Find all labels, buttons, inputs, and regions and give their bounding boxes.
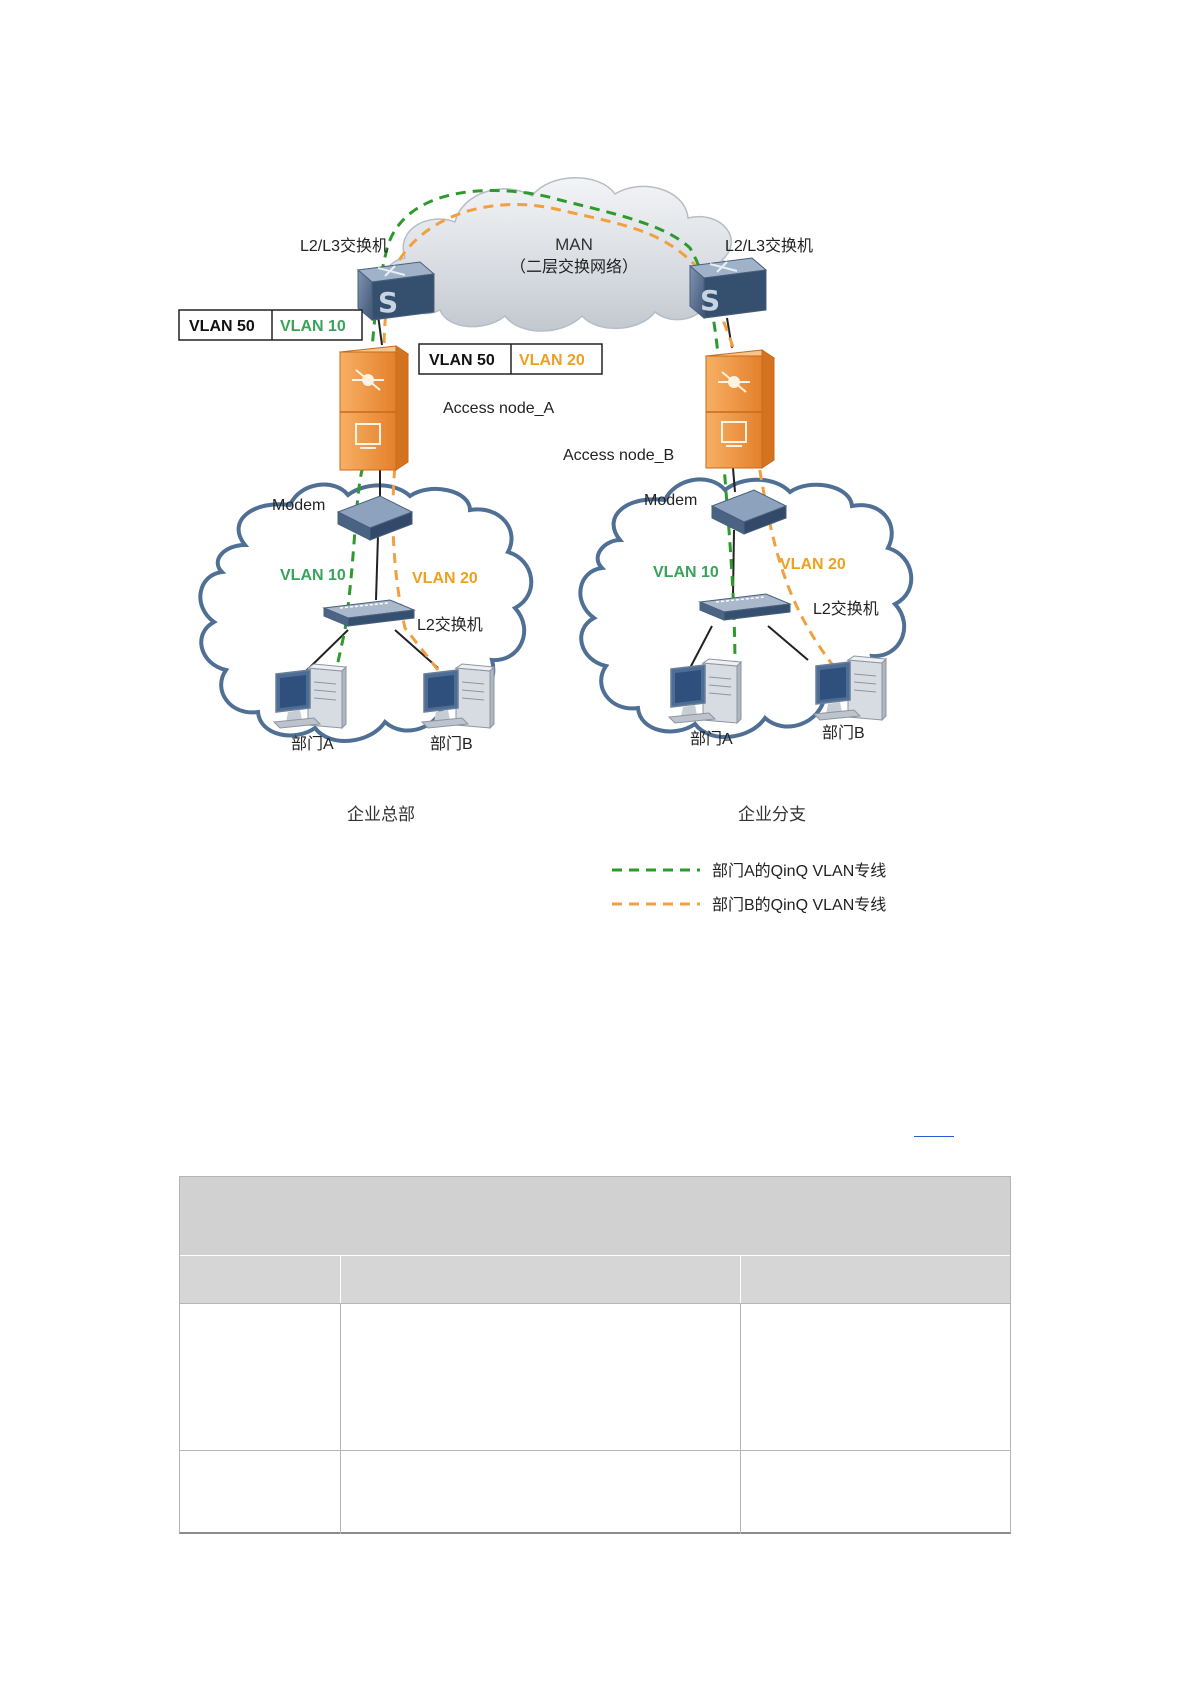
site-branch-label: 企业分支	[738, 805, 806, 824]
modem-left-icon	[336, 495, 414, 541]
dept-b-qinq-path	[382, 203, 837, 671]
access-node-a-label: Access node_A	[443, 400, 555, 417]
l2-switch-right-icon	[698, 593, 792, 621]
vlan-label-right-a: VLAN 10	[653, 564, 719, 581]
table-header-cell	[180, 1256, 341, 1304]
table-cell	[341, 1304, 741, 1451]
vlan-tag-1-inner: VLAN 10	[280, 318, 346, 335]
parameter-table	[179, 1176, 1011, 1534]
table-cell	[180, 1304, 341, 1451]
vlan-tag-box-2: VLAN 50 VLAN 20	[418, 343, 603, 375]
reference-link[interactable]	[914, 1118, 954, 1137]
l2-switch-right-label: L2交换机	[813, 600, 879, 618]
table-row	[180, 1450, 1010, 1534]
modem-left-label: Modem	[272, 497, 325, 514]
site-hq-label: 企业总部	[347, 805, 415, 824]
legend-label-dept-a: 部门A的QinQ VLAN专线	[712, 862, 886, 880]
table-caption-bar	[180, 1177, 1010, 1255]
svg-text:S: S	[700, 284, 720, 317]
legend-label-dept-b: 部门B的QinQ VLAN专线	[712, 896, 886, 914]
vlan-tag-2-outer: VLAN 50	[429, 352, 495, 369]
network-diagram: MAN （二层交换网络） S L2/L3交换机 S L2/	[178, 177, 914, 914]
pc-label-branch-b: 部门B	[822, 724, 865, 742]
pc-label-hq-a: 部门A	[291, 735, 334, 753]
access-node-a-icon	[338, 345, 410, 471]
vlan-tag-1-outer: VLAN 50	[189, 318, 255, 335]
access-node-b-label: Access node_B	[563, 447, 674, 464]
l2-switch-left-icon	[322, 599, 416, 627]
table-cell	[741, 1304, 1010, 1451]
vlan-label-left-b: VLAN 20	[412, 570, 478, 587]
core-switch-left-label: L2/L3交换机	[300, 237, 388, 255]
man-subtitle: （二层交换网络）	[510, 257, 638, 276]
table-header-cell	[741, 1256, 1010, 1304]
vlan-label-right-b: VLAN 20	[780, 556, 846, 573]
table-row	[180, 1303, 1010, 1451]
table-cell	[180, 1451, 341, 1534]
core-switch-left-icon: S	[356, 261, 436, 322]
access-node-b-icon	[704, 349, 776, 469]
vlan-tag-box-1: VLAN 50 VLAN 10	[178, 309, 363, 341]
pc-label-branch-a: 部门A	[690, 730, 733, 748]
table-header-row	[180, 1255, 1010, 1304]
modem-right-label: Modem	[644, 492, 697, 509]
l2-switch-left-label: L2交换机	[417, 616, 483, 634]
vlan-label-left-a: VLAN 10	[280, 567, 346, 584]
table-header-cell	[341, 1256, 741, 1304]
legend: 部门A的QinQ VLAN专线 部门B的QinQ VLAN专线	[612, 862, 886, 914]
core-switch-right-icon: S	[688, 257, 768, 320]
modem-right-icon	[710, 489, 788, 535]
svg-text:S: S	[378, 286, 398, 319]
core-switch-right-label: L2/L3交换机	[725, 237, 813, 255]
pc-label-hq-b: 部门B	[430, 735, 473, 753]
table-cell	[341, 1451, 741, 1534]
man-title: MAN	[555, 235, 593, 254]
table-cell	[741, 1451, 1010, 1534]
man-cloud	[384, 177, 736, 332]
vlan-tag-2-inner: VLAN 20	[519, 352, 585, 369]
pc-branch-dept-b-icon	[813, 655, 887, 721]
